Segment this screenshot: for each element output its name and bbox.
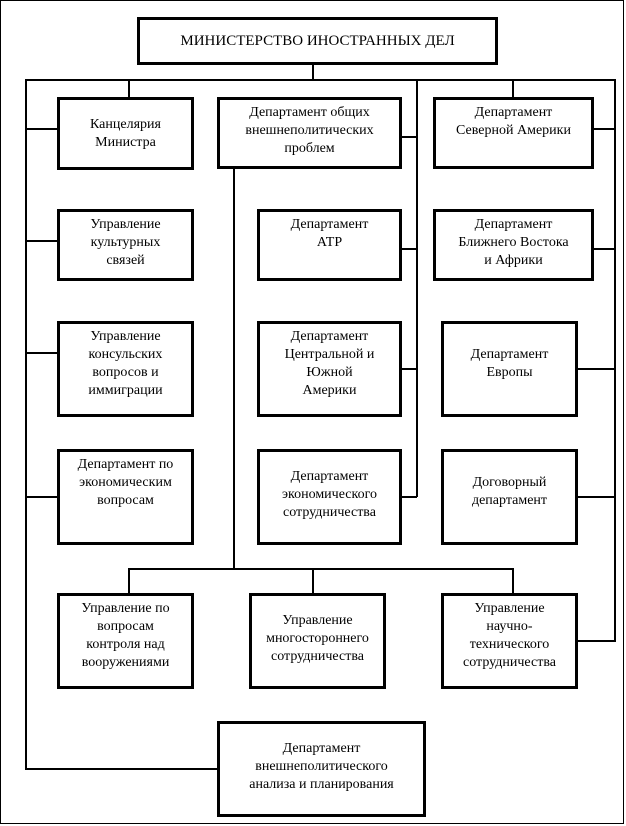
connector-line [578, 496, 616, 498]
connector-line [128, 568, 514, 570]
department-label: Управление научно- технического сотрудни… [463, 601, 556, 670]
connector-line [25, 240, 58, 242]
connector-line [25, 79, 27, 769]
connector-line [128, 79, 130, 97]
department-box: Департамент АТР [257, 209, 402, 281]
department-label: Департамент по экономическим вопросам [77, 457, 174, 508]
department-box: Управление культурных связей [57, 209, 194, 281]
connector-line [25, 128, 58, 130]
department-box: Управление консульских вопросов и иммигр… [57, 321, 194, 417]
connector-line [233, 167, 235, 569]
department-label: Департамент Центральной и Южной Америки [284, 329, 375, 398]
department-label: Департамент экономического сотрудничеств… [282, 469, 377, 520]
department-label: Департамент внешнеполитического анализа … [249, 741, 394, 792]
department-box: Департамент Центральной и Южной Америки [257, 321, 402, 417]
department-label: Канцелярия Министра [90, 117, 161, 150]
connector-line [401, 248, 417, 250]
connector-line [512, 568, 514, 594]
department-box: Департамент по экономическим вопросам [57, 449, 194, 545]
department-label: Департамент Северной Америки [456, 105, 571, 138]
department-label: Договорный департамент [471, 475, 548, 508]
connector-line [401, 368, 417, 370]
department-label: Управление консульских вопросов и иммигр… [88, 329, 163, 398]
connector-line [594, 128, 616, 130]
connector-line [578, 368, 616, 370]
department-box: Департамент общих внешнеполитических про… [217, 97, 402, 169]
connector-line [128, 568, 130, 594]
connector-line [416, 79, 418, 497]
ministry-box: МИНИСТЕРСТВО ИНОСТРАННЫХ ДЕЛ [137, 17, 498, 65]
department-box: Управление многостороннего сотрудничеств… [249, 593, 386, 689]
connector-line [312, 64, 314, 80]
department-label: Управление по вопросам контроля над воор… [81, 601, 170, 670]
department-box: Департамент экономического сотрудничеств… [257, 449, 402, 545]
connector-line [512, 79, 514, 97]
connector-line [312, 568, 314, 594]
connector-line [25, 79, 616, 81]
department-label: Управление культурных связей [90, 217, 161, 268]
ministry-label: МИНИСТЕРСТВО ИНОСТРАННЫХ ДЕЛ [180, 33, 455, 49]
department-box: Департамент Северной Америки [433, 97, 594, 169]
department-label: Департамент АТР [290, 217, 369, 250]
department-label: Департамент Европы [470, 347, 549, 380]
department-label: Департамент общих внешнеполитических про… [245, 105, 374, 156]
department-box: Департамент внешнеполитического анализа … [217, 721, 426, 817]
connector-line [25, 768, 218, 770]
connector-line [25, 352, 58, 354]
connector-line [401, 136, 417, 138]
department-box: Договорный департамент [441, 449, 578, 545]
connector-line [614, 79, 616, 641]
department-box: Департамент Европы [441, 321, 578, 417]
connector-line [401, 496, 417, 498]
department-box: Канцелярия Министра [57, 97, 194, 170]
department-box: Департамент Ближнего Востока и Африки [433, 209, 594, 281]
department-label: Департамент Ближнего Востока и Африки [458, 217, 569, 268]
department-box: Управление научно- технического сотрудни… [441, 593, 578, 689]
connector-line [25, 496, 58, 498]
department-box: Управление по вопросам контроля над воор… [57, 593, 194, 689]
connector-line [578, 640, 616, 642]
connector-line [594, 248, 616, 250]
department-label: Управление многостороннего сотрудничеств… [266, 613, 369, 664]
